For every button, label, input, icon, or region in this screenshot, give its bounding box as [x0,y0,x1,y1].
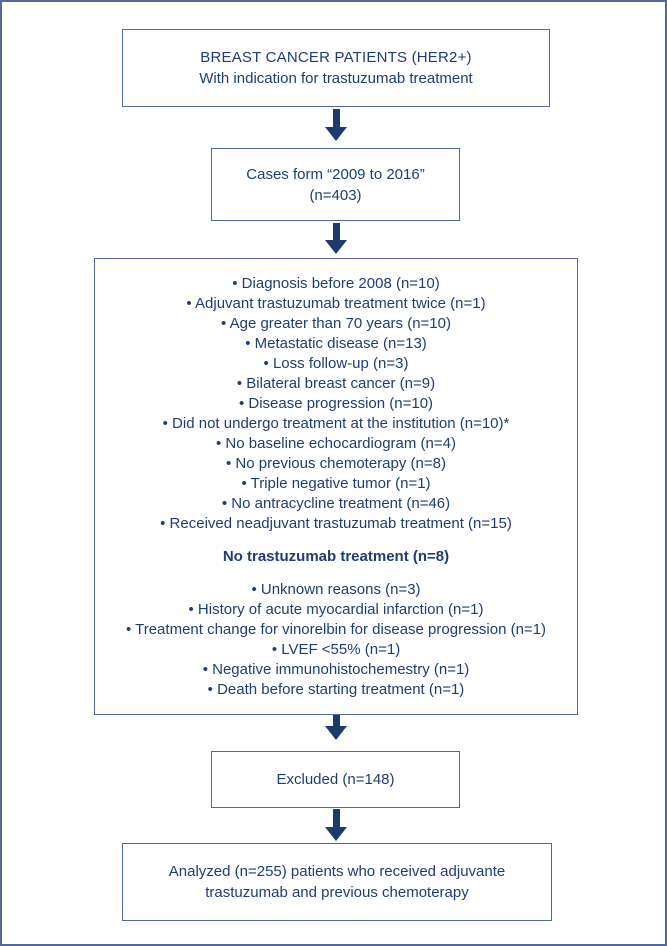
exclusion-item: • History of acute myocardial infarction… [188,600,484,618]
patients-box-subtitle: With indication for trastuzumab treatmen… [199,70,473,87]
analyzed-box: Analyzed (n=255) patients who received a… [122,843,552,921]
arrow-stem [332,109,340,127]
exclusion-item: • Death before starting treatment (n=1) [207,680,465,698]
exclusion-item: • LVEF <55% (n=1) [271,640,401,658]
excluded-box-label: Excluded (n=148) [276,771,395,788]
analyzed-box-label: Analyzed (n=255) patients who received a… [168,863,506,901]
down-arrow [325,109,347,141]
patients-box: BREAST CANCER PATIENTS (HER2+) With indi… [122,29,550,107]
arrow-stem [332,809,340,827]
exclusion-item: • Metastatic disease (n=13) [245,334,427,352]
patients-box-title: BREAST CANCER PATIENTS (HER2+) [200,49,472,66]
cases-box-line1: Cases form “2009 to 2016” [246,165,425,183]
down-arrow [325,223,347,254]
exclusion-items-top: • Diagnosis before 2008 (n=10) • Adjuvant… [95,274,577,534]
arrow-stem [332,715,340,726]
exclusion-item: • Age greater than 70 years (n=10) [221,314,451,332]
cases-box-line2: (n=403) [309,186,362,204]
exclusion-item: • Loss follow-up (n=3) [263,354,409,372]
down-arrow [325,809,347,841]
exclusion-items-bottom: • Unknown reasons (n=3) • History of acut… [95,580,577,700]
exclusion-item: • Disease progression (n=10) [238,394,434,412]
exclusion-criteria-list: • Diagnosis before 2008 (n=10) • Adjuvant… [95,274,577,700]
exclusion-item: • Negative immunohistochemestry (n=1) [202,660,470,678]
exclusion-item: • No previous chemoterapy (n=8) [226,454,446,472]
exclusion-item: • Received neadjuvant trastuzumab treatm… [160,514,512,532]
exclusion-item: • Treatment change for vinorelbin for di… [125,620,547,638]
no-trastuzumab-highlight: No trastuzumab treatment (n=8) [222,547,450,565]
exclusion-item: • Triple negative tumor (n=1) [241,474,431,492]
exclusion-item: • Diagnosis before 2008 (n=10) [232,274,440,292]
arrow-head [325,127,347,141]
arrow-stem [332,223,340,240]
exclusion-item: • Bilateral breast cancer (n=9) [236,374,436,392]
arrow-head [325,240,347,254]
exclusion-item: • No antracycline treatment (n=46) [221,494,451,512]
arrow-head [325,726,347,740]
exclusion-item: • Unknown reasons (n=3) [251,580,421,598]
excluded-box: Excluded (n=148) [211,751,460,808]
arrow-head [325,827,347,841]
exclusion-item: • Adjuvant trastuzumab treatment twice (… [186,294,486,312]
down-arrow [325,715,347,740]
exclusion-item: • Did not undergo treatment at the insti… [162,414,510,432]
exclusion-criteria-box: • Diagnosis before 2008 (n=10) • Adjuvant… [94,258,578,715]
cases-box: Cases form “2009 to 2016” (n=403) [211,148,460,221]
exclusion-item: • No baseline echocardiogram (n=4) [216,434,456,452]
